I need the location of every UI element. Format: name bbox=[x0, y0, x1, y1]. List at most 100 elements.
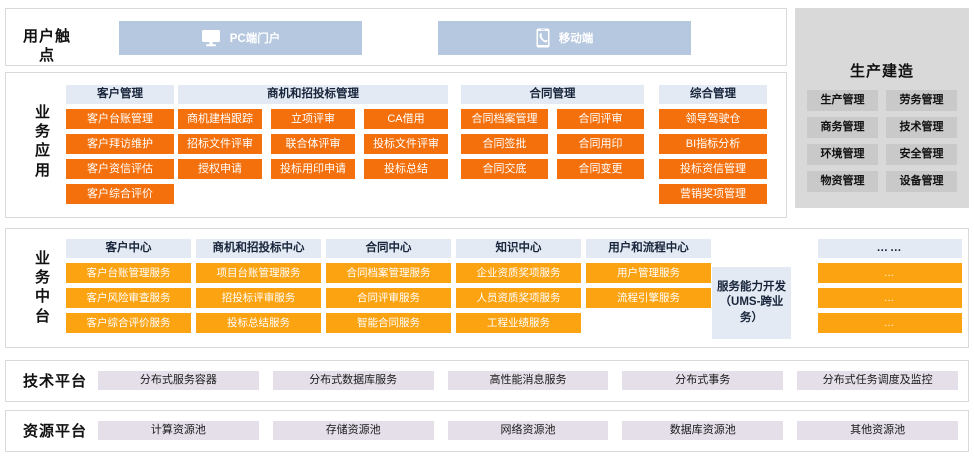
app-group-contract-col-0: 合同档案管理 合同签批 合同交底 bbox=[461, 109, 548, 179]
app-tile[interactable]: CA借用 bbox=[364, 109, 448, 129]
resource-platform-items: 计算资源池 存储资源池 网络资源池 数据库资源池 其他资源池 bbox=[98, 421, 958, 440]
app-group-customer-col-0: 客户台账管理 客户拜访维护 客户资信评估 客户综合评价 bbox=[66, 109, 174, 204]
production-tile[interactable]: 环境管理 bbox=[807, 144, 878, 165]
mid-tile[interactable]: 项目台账管理服务 bbox=[196, 263, 321, 283]
mid-group-user-process-center-title: 用户和流程中心 bbox=[586, 239, 711, 258]
mid-tile[interactable]: 客户风险审查服务 bbox=[66, 288, 191, 308]
app-tile[interactable]: 招标文件评审 bbox=[178, 134, 262, 154]
app-group-contract-col-1: 合同评审 合同用印 合同变更 bbox=[557, 109, 644, 179]
app-group-bidding: 商机和招投标管理 商机建档跟踪 招标文件评审 授权申请 立项评审 联合体评审 投… bbox=[178, 85, 448, 179]
production-tile[interactable]: 生产管理 bbox=[807, 90, 878, 111]
mid-tile[interactable]: 招投标评审服务 bbox=[196, 288, 321, 308]
mid-tile[interactable]: 客户综合评价服务 bbox=[66, 313, 191, 333]
app-group-bidding-title: 商机和招投标管理 bbox=[178, 85, 448, 104]
touchpoint-pc-portal[interactable]: PC端门户 bbox=[119, 21, 362, 55]
app-tile[interactable]: 合同用印 bbox=[557, 134, 644, 154]
tech-platform-tile[interactable]: 分布式数据库服务 bbox=[272, 371, 434, 390]
mobile-phone-icon bbox=[536, 28, 550, 48]
app-group-integrated: 综合管理 领导驾驶仓 BI指标分析 投标资信管理 营销奖项管理 bbox=[659, 85, 767, 204]
app-tile[interactable]: 合同交底 bbox=[461, 159, 548, 179]
resource-platform-tile[interactable]: 数据库资源池 bbox=[622, 421, 784, 440]
app-tile[interactable]: 投标文件评审 bbox=[364, 134, 448, 154]
mid-group-contract-center-title: 合同中心 bbox=[326, 239, 451, 258]
mid-tile-etc[interactable]: … bbox=[818, 313, 962, 333]
mid-group-user-process-center: 用户和流程中心 用户管理服务 流程引擎服务 bbox=[586, 239, 711, 338]
app-group-contract: 合同管理 合同档案管理 合同签批 合同交底 合同评审 合同用印 合同变更 bbox=[461, 85, 644, 179]
mid-group-bidding-center-title: 商机和招投标中心 bbox=[196, 239, 321, 258]
tech-platform-tile[interactable]: 分布式服务容器 bbox=[98, 371, 259, 390]
production-tile[interactable]: 商务管理 bbox=[807, 117, 878, 138]
app-tile[interactable]: 营销奖项管理 bbox=[659, 184, 767, 204]
app-tile[interactable]: 投标资信管理 bbox=[659, 159, 767, 179]
mid-tile[interactable]: 人员资质奖项服务 bbox=[456, 288, 581, 308]
app-tile[interactable]: 合同变更 bbox=[557, 159, 644, 179]
mid-group-etc-title: …… bbox=[818, 239, 962, 258]
mid-tile-etc[interactable]: … bbox=[818, 288, 962, 308]
tech-platform-tile[interactable]: 分布式任务调度及监控 bbox=[797, 371, 958, 390]
mid-group-etc: …… … … … bbox=[818, 239, 962, 338]
mid-group-knowledge-center-title: 知识中心 bbox=[456, 239, 581, 258]
production-tile[interactable]: 安全管理 bbox=[886, 144, 957, 165]
app-tile[interactable]: 客户综合评价 bbox=[66, 184, 174, 204]
app-group-contract-title: 合同管理 bbox=[461, 85, 644, 104]
mid-group-knowledge-center: 知识中心 企业资质奖项服务 人员资质奖项服务 工程业绩服务 bbox=[456, 239, 581, 338]
app-group-bidding-col-2: CA借用 投标文件评审 投标总结 bbox=[364, 109, 448, 179]
user-touchpoints-label: 用户触点 bbox=[22, 28, 71, 65]
mid-tile[interactable]: 投标总结服务 bbox=[196, 313, 321, 333]
mid-group-customer-center: 客户中心 客户台账管理服务 客户风险审查服务 客户综合评价服务 bbox=[66, 239, 191, 338]
mid-tile[interactable]: 智能合同服务 bbox=[326, 313, 451, 333]
tech-platform-tile[interactable]: 高性能消息服务 bbox=[447, 371, 609, 390]
middle-platform-label: 业务中台 bbox=[34, 250, 51, 325]
user-touchpoints-panel: 用户触点 PC端门户 移动端 bbox=[5, 8, 787, 66]
mid-tile[interactable]: 用户管理服务 bbox=[586, 263, 711, 283]
app-tile[interactable]: 投标总结 bbox=[364, 159, 448, 179]
mid-tile[interactable]: 合同评审服务 bbox=[326, 288, 451, 308]
mid-group-bidding-center: 商机和招投标中心 项目台账管理服务 招投标评审服务 投标总结服务 bbox=[196, 239, 321, 338]
service-dev-line-2: （UMS-跨业 bbox=[719, 296, 784, 309]
mid-tile[interactable]: 工程业绩服务 bbox=[456, 313, 581, 333]
app-tile[interactable]: 联合体评审 bbox=[271, 134, 355, 154]
resource-platform-tile[interactable]: 计算资源池 bbox=[98, 421, 259, 440]
touchpoint-pc-portal-label: PC端门户 bbox=[229, 33, 281, 45]
resource-platform-tile[interactable]: 存储资源池 bbox=[272, 421, 434, 440]
mid-tile-spacer bbox=[586, 313, 711, 333]
resource-platform-tile[interactable]: 其他资源池 bbox=[797, 421, 958, 440]
app-tile[interactable]: 客户拜访维护 bbox=[66, 134, 174, 154]
mid-tile-etc[interactable]: … bbox=[818, 263, 962, 283]
mid-group-contract-center: 合同中心 合同档案管理服务 合同评审服务 智能合同服务 bbox=[326, 239, 451, 338]
mid-tile[interactable]: 客户台账管理服务 bbox=[66, 263, 191, 283]
service-dev-line-1: 服务能力开发 bbox=[717, 280, 786, 293]
service-capability-development-box: 服务能力开发 （UMS-跨业 务） bbox=[712, 267, 791, 339]
resource-platform-panel: 资源平台 计算资源池 存储资源池 网络资源池 数据库资源池 其他资源池 bbox=[5, 410, 969, 452]
resource-platform-tile[interactable]: 网络资源池 bbox=[447, 421, 609, 440]
mid-tile[interactable]: 合同档案管理服务 bbox=[326, 263, 451, 283]
app-tile[interactable]: 合同签批 bbox=[461, 134, 548, 154]
tech-platform-tile[interactable]: 分布式事务 bbox=[622, 371, 784, 390]
app-tile[interactable]: BI指标分析 bbox=[659, 134, 767, 154]
app-group-integrated-col-0: 领导驾驶仓 BI指标分析 投标资信管理 营销奖项管理 bbox=[659, 109, 767, 204]
app-tile[interactable]: 合同评审 bbox=[557, 109, 644, 129]
app-tile[interactable]: 投标用印申请 bbox=[271, 159, 355, 179]
production-tile[interactable]: 劳务管理 bbox=[886, 90, 957, 111]
production-tile[interactable]: 设备管理 bbox=[886, 171, 957, 192]
app-tile[interactable]: 合同档案管理 bbox=[461, 109, 548, 129]
app-tile[interactable]: 商机建档跟踪 bbox=[178, 109, 262, 129]
business-applications-label: 业务应用 bbox=[34, 104, 51, 179]
service-dev-line-3: 务） bbox=[740, 311, 763, 324]
production-tile[interactable]: 技术管理 bbox=[886, 117, 957, 138]
app-tile[interactable]: 客户资信评估 bbox=[66, 159, 174, 179]
app-group-bidding-col-0: 商机建档跟踪 招标文件评审 授权申请 bbox=[178, 109, 262, 179]
mid-tile[interactable]: 流程引擎服务 bbox=[586, 288, 711, 308]
app-tile[interactable]: 客户台账管理 bbox=[66, 109, 174, 129]
app-tile[interactable]: 领导驾驶仓 bbox=[659, 109, 767, 129]
mid-tile[interactable]: 企业资质奖项服务 bbox=[456, 263, 581, 283]
production-tile[interactable]: 物资管理 bbox=[807, 171, 878, 192]
app-tile[interactable]: 立项评审 bbox=[271, 109, 355, 129]
mid-group-customer-center-title: 客户中心 bbox=[66, 239, 191, 258]
production-panel: 生产建造 生产管理 劳务管理 商务管理 技术管理 环境管理 安全管理 物资管理 … bbox=[795, 8, 969, 208]
app-tile[interactable]: 授权申请 bbox=[178, 159, 262, 179]
tech-platform-items: 分布式服务容器 分布式数据库服务 高性能消息服务 分布式事务 分布式任务调度及监… bbox=[98, 371, 958, 390]
resource-platform-label: 资源平台 bbox=[22, 423, 87, 440]
touchpoint-mobile[interactable]: 移动端 bbox=[438, 21, 691, 55]
tech-platform-panel: 技术平台 分布式服务容器 分布式数据库服务 高性能消息服务 分布式事务 分布式任… bbox=[5, 360, 969, 402]
